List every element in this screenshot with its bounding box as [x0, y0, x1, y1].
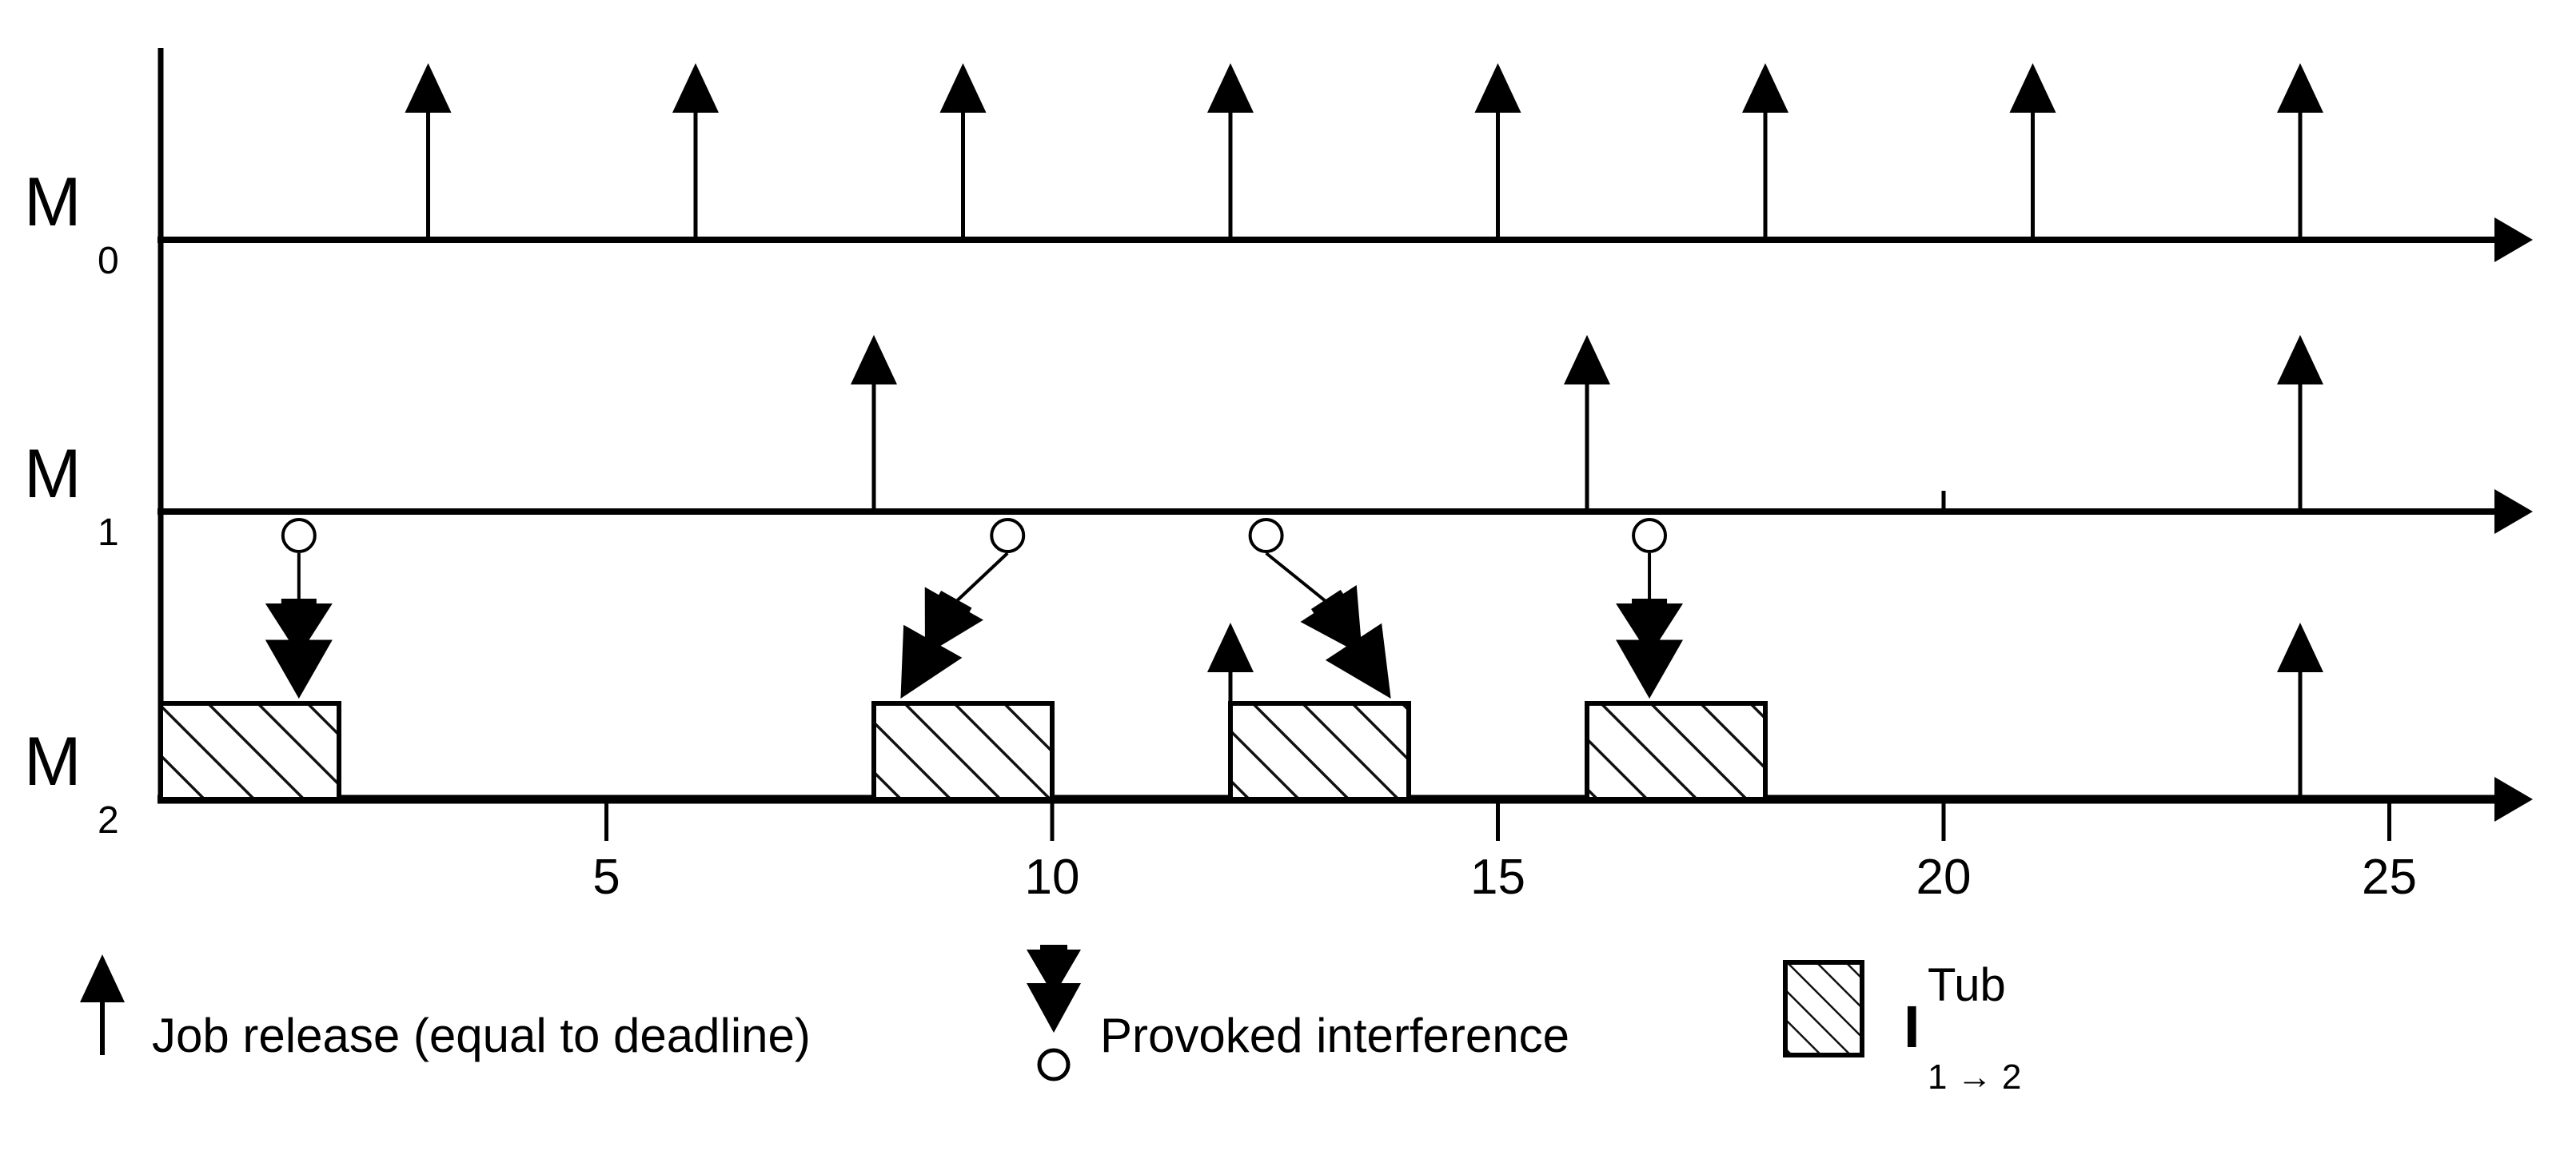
x-tick-label: 15: [1470, 850, 1525, 905]
job-release-arrow: [939, 63, 987, 240]
row-label-m1: M: [24, 436, 82, 512]
x-tick-label: 10: [1025, 850, 1080, 905]
provoked-interference-arrow: [1616, 599, 1684, 699]
provoked-interference-circle: [281, 518, 317, 553]
legend-item-provoked-interference: Provoked interference: [1027, 945, 1569, 1081]
axis-arrowhead-m1: [2494, 489, 2533, 534]
execution-block: [1585, 701, 1768, 802]
job-release-arrow: [1564, 335, 1610, 512]
x-tick-label: 25: [2362, 850, 2417, 905]
timeline-row-m0: M0: [24, 63, 2533, 282]
timeline-row-m1: M1: [24, 335, 2533, 554]
provoked-interference-circle: [1248, 518, 1284, 553]
x-tick-label: 5: [592, 850, 620, 905]
legend-area: Job release (equal to deadline) Provoked …: [80, 945, 2021, 1097]
double-down-arrow-circle-icon: [1027, 945, 1081, 1033]
provoked-interference-marker: [265, 518, 333, 699]
provoked-interference-circle-icon: [1037, 1048, 1071, 1081]
job-release-arrow: [851, 335, 897, 512]
row-label-subscript-m0: 0: [98, 240, 119, 282]
job-release-arrow: [672, 63, 719, 240]
row-label-m2: M: [24, 723, 82, 800]
job-release-arrow: [2009, 63, 2056, 240]
legend-symbol-interference-superscript: Tub: [1928, 959, 2006, 1011]
job-release-arrow: [2277, 335, 2323, 512]
job-release-arrow: [2277, 63, 2323, 240]
execution-block: [1228, 701, 1411, 802]
legend-symbol-interference-subscript: 1 → 2: [1928, 1057, 2021, 1097]
job-release-arrow: [405, 63, 452, 240]
legend-item-job-release: Job release (equal to deadline): [80, 954, 811, 1062]
provoked-interference-marker: [900, 518, 1026, 699]
legend-symbol-interference-main: I: [1904, 994, 1920, 1060]
provoked-interference-circle: [1632, 518, 1668, 553]
provoked-interference-arrow: [900, 587, 983, 699]
execution-block: [871, 701, 1055, 802]
axis-arrowhead-m2: [2494, 777, 2533, 822]
legend-label-job-release: Job release (equal to deadline): [152, 1009, 811, 1062]
legend-label-provoked-interference: Provoked interference: [1100, 1009, 1569, 1062]
axis-arrowhead-m0: [2494, 217, 2533, 262]
job-release-arrow: [1207, 623, 1254, 799]
provoked-interference-arrow: [1300, 584, 1391, 699]
row-label-subscript-m2: 2: [98, 799, 119, 842]
job-release-arrow: [1207, 63, 1254, 240]
provoked-interference-marker: [1616, 518, 1684, 699]
job-release-arrow: [1742, 63, 1788, 240]
up-arrow-icon: [80, 954, 125, 1002]
timeline-row-m2: M2: [24, 518, 2533, 842]
hatched-box-icon: [1783, 960, 1864, 1057]
provoked-interference-circle: [990, 518, 1026, 553]
job-release-arrow: [2277, 623, 2323, 799]
x-tick-label: 20: [1916, 850, 1972, 905]
provoked-interference-arrow: [265, 599, 333, 699]
job-release-arrow: [1474, 63, 1521, 240]
row-label-subscript-m1: 1: [98, 512, 119, 554]
execution-block: [158, 701, 341, 802]
provoked-interference-marker: [1248, 518, 1391, 699]
row-label-m0: M: [24, 164, 82, 241]
